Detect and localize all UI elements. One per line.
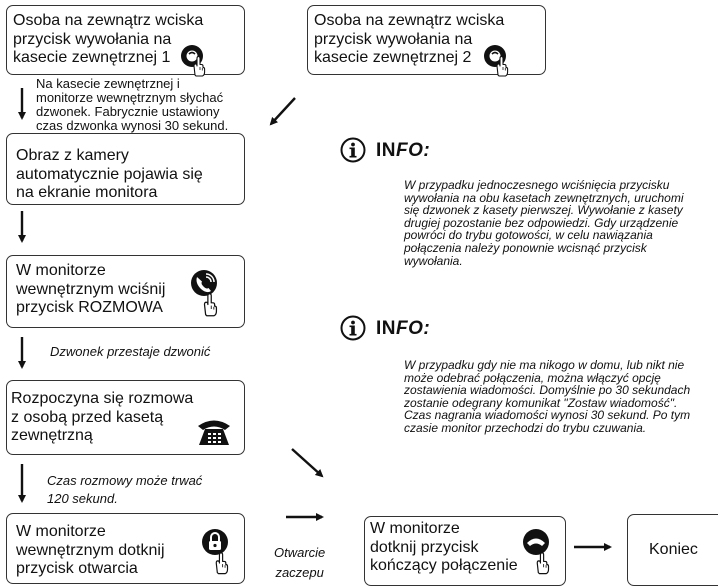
- info-1-title-prefix: IN: [376, 140, 396, 161]
- step-call-panel-1-text: Osoba na zewnątrz wciska przycisk wywoła…: [13, 12, 204, 66]
- step-conversation-text: Rozpoczyna się rozmowa z osobą przed kas…: [11, 390, 194, 444]
- info-icon: [340, 315, 366, 341]
- step-camera-image-text: Obraz z kamery automatycznie pojawia się…: [16, 147, 203, 201]
- step-press-unlock-text: W monitorze wewnętrznym dotknij przycisk…: [16, 523, 165, 577]
- arrow-s5-to-s7: [291, 448, 324, 478]
- info-2-body: W przypadku gdy nie ma nikogo w domu, lu…: [404, 358, 691, 435]
- step-press-talk-text: W monitorze wewnętrznym wciśnij przycisk…: [16, 262, 166, 316]
- step-end-text: Koniec: [649, 541, 698, 558]
- info-1-body: W przypadku jednoczesnego wciśnięcia prz…: [404, 178, 684, 268]
- phone-button-press-icon: [186, 268, 224, 318]
- desk-telephone-icon: [195, 417, 233, 447]
- info-2-title: INFO:: [376, 318, 430, 340]
- step-end: [627, 514, 718, 586]
- arrow-s2-to-s3: [269, 97, 296, 126]
- info-icon: [340, 137, 366, 163]
- info-2-title-suffix: FO:: [396, 318, 431, 339]
- padlock-button-press-icon: [199, 527, 235, 575]
- step-end-call-text: W monitorze dotknij przycisk kończący po…: [370, 520, 518, 574]
- note-chime: Na kasecie zewnętrznej i monitorze wewnę…: [36, 76, 229, 133]
- note-stop-ringing: Dzwonek przestaje dzwonić: [50, 344, 211, 359]
- step-camera-image: [6, 133, 245, 205]
- note-talk-time: Czas rozmowy może trwać 120 sekund.: [47, 473, 203, 506]
- note-unlock: Otwarcie zaczepu: [274, 545, 326, 580]
- step-call-panel-1: [6, 5, 245, 75]
- info-1-title: INFO:: [376, 140, 430, 162]
- step-call-panel-2: [307, 5, 546, 75]
- info-2-title-prefix: IN: [376, 318, 396, 339]
- info-1-title-suffix: FO:: [396, 140, 431, 161]
- call-button-press-icon-2: [479, 43, 515, 77]
- hangup-button-press-icon: [520, 527, 556, 575]
- step-call-panel-2-text: Osoba na zewnątrz wciska przycisk wywoła…: [314, 12, 505, 66]
- call-button-press-icon: [176, 43, 212, 77]
